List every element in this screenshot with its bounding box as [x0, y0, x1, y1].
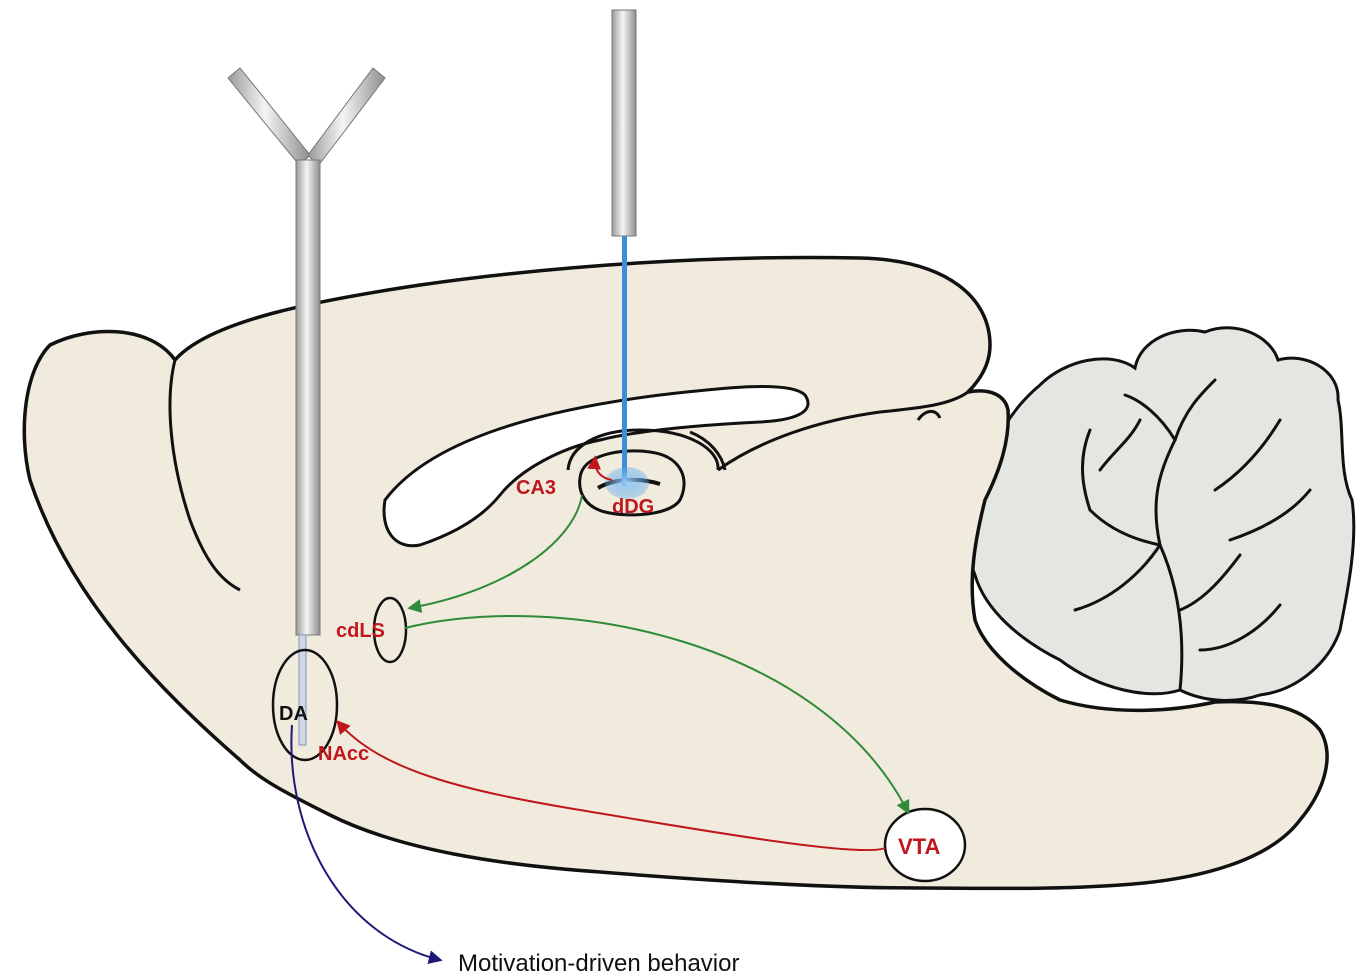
output-behavior-label: Motivation-driven behavior — [458, 950, 739, 977]
cerebellum — [969, 328, 1354, 701]
label-vta: VTA — [898, 834, 940, 859]
optic-fiber-light-beam — [622, 236, 627, 486]
optic-fiber-icon — [612, 10, 636, 236]
light-spot-icon — [605, 467, 649, 499]
label-ddg: dDG — [612, 496, 654, 518]
label-da: DA — [279, 703, 308, 725]
label-cdls: cdLS — [336, 620, 385, 642]
label-nacc: NAcc — [318, 743, 369, 765]
label-ca3: CA3 — [516, 477, 556, 499]
